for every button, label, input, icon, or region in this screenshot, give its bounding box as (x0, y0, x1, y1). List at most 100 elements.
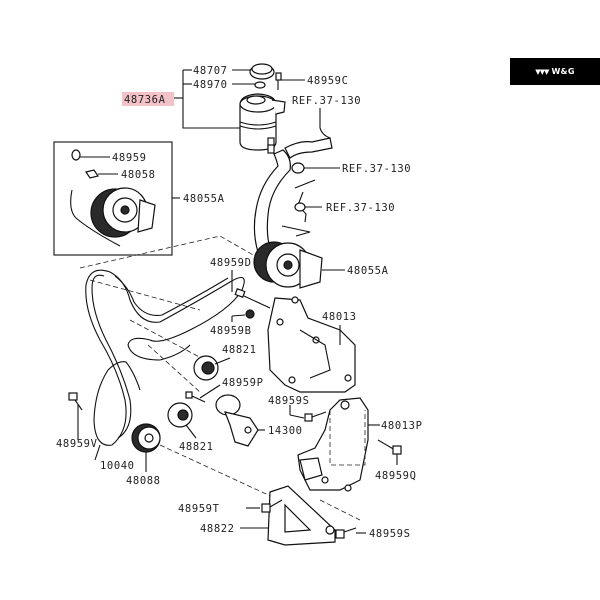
belt-outer-left (85, 269, 127, 446)
pipe-line (281, 225, 311, 237)
tensioner-bolt-hole (244, 426, 252, 434)
tensioner-group (185, 384, 265, 447)
bolt-s-lower-shaft (343, 527, 357, 533)
brace-48822 (240, 485, 366, 546)
label-reservoir[interactable]: 48736A (124, 94, 166, 106)
reservoir-band (239, 125, 277, 130)
dashed-guide (329, 410, 366, 466)
bolt-q-shaft (377, 439, 396, 451)
label-bracket-p[interactable]: 48013P (381, 420, 423, 432)
label-reservoir-bolt[interactable]: 48959C (307, 75, 349, 87)
label-bolt-v[interactable]: 48959V (56, 438, 98, 450)
label-pulley[interactable]: 48088 (126, 475, 161, 487)
inset-pump-housing (137, 199, 156, 233)
label-pump[interactable]: 48055A (347, 265, 389, 277)
idler-upper (193, 355, 231, 381)
label-idler-upper[interactable]: 48821 (222, 344, 257, 356)
idler-lower (167, 402, 197, 439)
bolt-p (185, 391, 193, 399)
pipe-line (294, 179, 316, 223)
bracket-p-hole (340, 400, 350, 410)
label-tensioner[interactable]: 14300 (268, 425, 303, 437)
dashed-guide (147, 344, 201, 393)
pipe-clamp (294, 202, 306, 212)
wings-icon: ▼▼▼ (535, 67, 549, 76)
reservoir-cap-top (251, 63, 273, 75)
belt-inner-left (91, 274, 132, 439)
label-reservoir-cap[interactable]: 48707 (193, 65, 228, 77)
bolt-s-lower (335, 529, 345, 539)
belt-middle (127, 337, 191, 361)
belt-lower (107, 361, 141, 391)
bolt-t-shaft (269, 499, 283, 508)
label-bolt-q[interactable]: 48959Q (375, 470, 417, 482)
dashed-guide (319, 499, 361, 521)
idler-upper-hub (201, 361, 215, 375)
label-inset-sensor[interactable]: 48058 (121, 169, 156, 181)
brace-hole (325, 525, 335, 535)
label-ref-2[interactable]: REF.37-130 (342, 163, 411, 175)
bolt-c (275, 72, 282, 81)
brand-logo-badge: ▼▼▼ W&G (510, 58, 600, 85)
inset-box (53, 141, 180, 256)
tensioner-arm (224, 411, 259, 447)
label-bolt-s-upper[interactable]: 48959S (268, 395, 310, 407)
pump-housing (299, 249, 323, 289)
bolt-s-upper-shaft (311, 411, 327, 418)
pulley-hub (144, 433, 154, 443)
label-inset-pump[interactable]: 48055A (183, 193, 225, 205)
label-idler-lower[interactable]: 48821 (179, 441, 214, 453)
label-bolt-t[interactable]: 48959T (178, 503, 220, 515)
bolt-v (68, 392, 78, 401)
reservoir-bracket-line (182, 70, 240, 129)
supply-hose (253, 149, 291, 253)
bracket-p-hole (344, 484, 352, 492)
highlight-box (122, 92, 174, 106)
label-brace[interactable]: 48822 (200, 523, 235, 535)
inset-wire (70, 189, 121, 247)
bracket-main (267, 297, 356, 393)
leader-line (185, 424, 197, 439)
reservoir-opening (246, 95, 266, 105)
bolt-t (261, 503, 271, 513)
bolt-p-shaft (191, 395, 206, 403)
leader-line (289, 414, 305, 419)
reservoir-seal (254, 81, 266, 89)
inset-sensor (85, 169, 99, 179)
bolt-v-group (68, 392, 83, 440)
label-bolt-b[interactable]: 48959B (210, 325, 252, 337)
bracket-hole (288, 376, 296, 384)
label-belt[interactable]: 10040 (100, 460, 135, 472)
tensioner-pulley (215, 394, 241, 416)
return-hose (284, 137, 333, 159)
reservoir-group (174, 63, 305, 154)
bracket-48013 (267, 296, 356, 393)
bolt-q (392, 445, 402, 455)
bolt-d-shaft (243, 295, 271, 309)
idler-lower-hub (177, 409, 189, 421)
label-bracket[interactable]: 48013 (322, 311, 357, 323)
label-ref-1[interactable]: REF.37-130 (292, 95, 361, 107)
belt-upper-loop (109, 271, 245, 342)
belt-upper-inner (114, 275, 229, 317)
label-inset-bolt[interactable]: 48959 (112, 152, 147, 164)
hose-clamp (291, 162, 305, 174)
bolt-s-upper (304, 413, 313, 422)
label-ref-3[interactable]: REF.37-130 (326, 202, 395, 214)
label-reservoir-seal[interactable]: 48970 (193, 79, 228, 91)
hoses (253, 108, 340, 253)
reservoir-band (239, 121, 277, 126)
label-bolt-s-lower[interactable]: 48959S (369, 528, 411, 540)
pulley-48088 (131, 423, 291, 506)
inset-bolt (71, 149, 81, 161)
dashed-guide (129, 319, 206, 361)
part-labels: 48707 48970 48736A 48959C REF.37-130 REF… (56, 65, 423, 540)
brace-cutout (284, 503, 312, 533)
label-bolt-d[interactable]: 48959D (210, 257, 252, 269)
dashed-guide (89, 279, 201, 311)
pump-group (79, 235, 345, 289)
reservoir-tab (271, 99, 286, 115)
drive-belt (85, 269, 245, 461)
label-bolt-p[interactable]: 48959P (222, 377, 264, 389)
